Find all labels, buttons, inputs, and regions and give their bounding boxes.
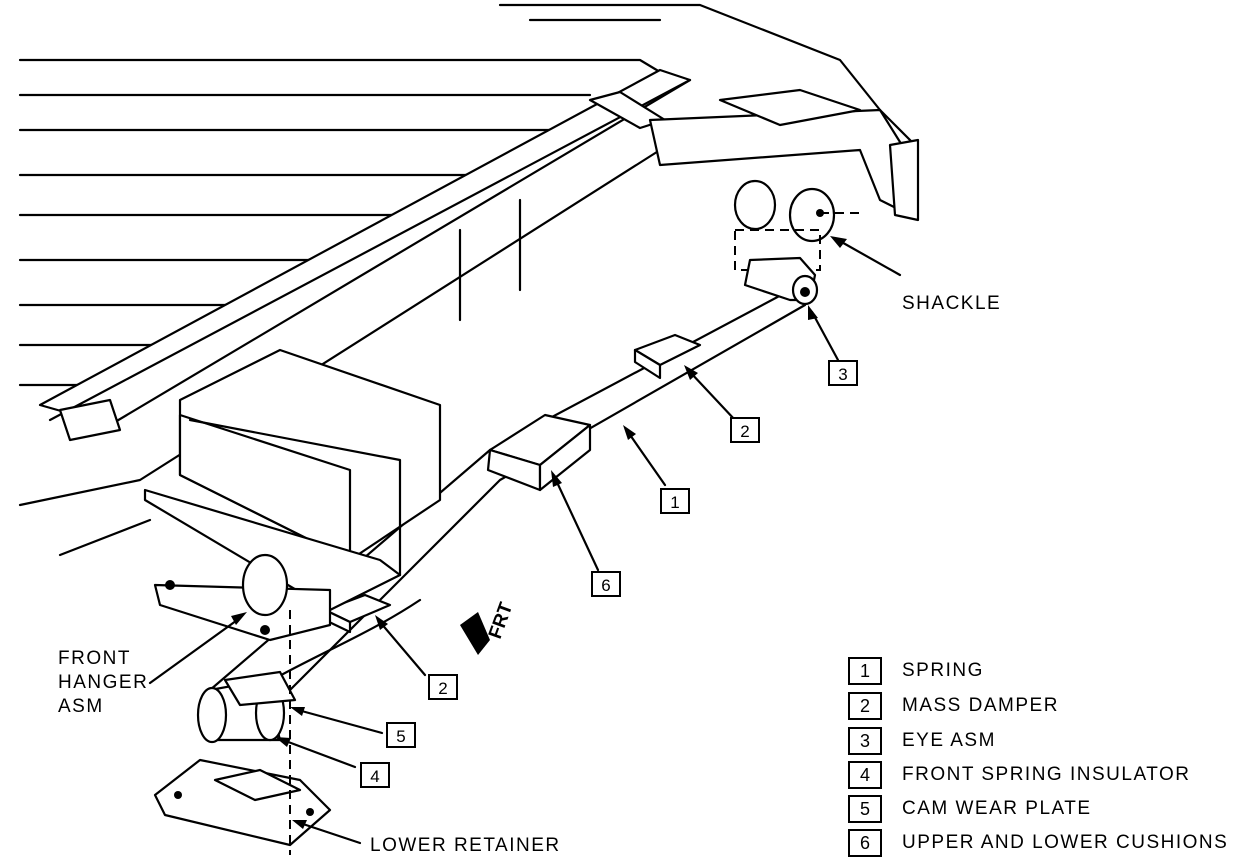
- callout-2-upper: 2: [730, 417, 760, 443]
- bed-floor: [18, 3, 917, 387]
- legend-num: 5: [848, 795, 882, 823]
- front-hanger: [143, 348, 442, 642]
- legend-row-2: 2 MASS DAMPER: [848, 692, 1059, 720]
- legend-num: 3: [848, 727, 882, 755]
- legend-num: 1: [848, 657, 882, 685]
- legend-row-4: 4 FRONT SPRING INSULATOR: [848, 761, 1190, 789]
- callout-3: 3: [828, 360, 858, 386]
- callout-2-lower: 2: [428, 674, 458, 700]
- lower-retainer: [153, 758, 332, 847]
- front-direction-arrow: FRT: [460, 599, 517, 655]
- leader-lines: [148, 236, 902, 845]
- callout-1: 1: [660, 488, 690, 514]
- rear-hanger-bracket: [648, 88, 920, 271]
- callout-5: 5: [386, 722, 416, 748]
- frt-label: FRT: [485, 599, 518, 641]
- front-hanger-label-1: FRONT: [58, 648, 131, 669]
- legend-row-6: 6 UPPER AND LOWER CUSHIONS: [848, 829, 1228, 857]
- legend-text: SPRING: [902, 660, 984, 681]
- legend-text: FRONT SPRING INSULATOR: [902, 764, 1191, 785]
- front-hanger-label-3: ASM: [58, 696, 104, 717]
- legend-row-1: 1 SPRING: [848, 657, 984, 685]
- lower-retainer-label: LOWER RETAINER: [370, 835, 561, 856]
- legend-text: EYE ASM: [902, 730, 996, 751]
- legend-num: 6: [848, 829, 882, 857]
- legend-row-3: 3 EYE ASM: [848, 727, 996, 755]
- legend-text: MASS DAMPER: [902, 695, 1059, 716]
- callout-4: 4: [360, 762, 390, 788]
- shackle-label: SHACKLE: [902, 293, 1002, 314]
- legend-row-5: 5 CAM WEAR PLATE: [848, 795, 1092, 823]
- callout-6: 6: [591, 571, 621, 597]
- leaf-spring: [208, 256, 819, 707]
- front-spring-insulator: [196, 670, 297, 744]
- legend-text: UPPER AND LOWER CUSHIONS: [902, 832, 1229, 853]
- legend-num: 2: [848, 692, 882, 720]
- front-hanger-label-2: HANGER: [58, 672, 149, 693]
- legend-num: 4: [848, 761, 882, 789]
- legend-text: CAM WEAR PLATE: [902, 798, 1092, 819]
